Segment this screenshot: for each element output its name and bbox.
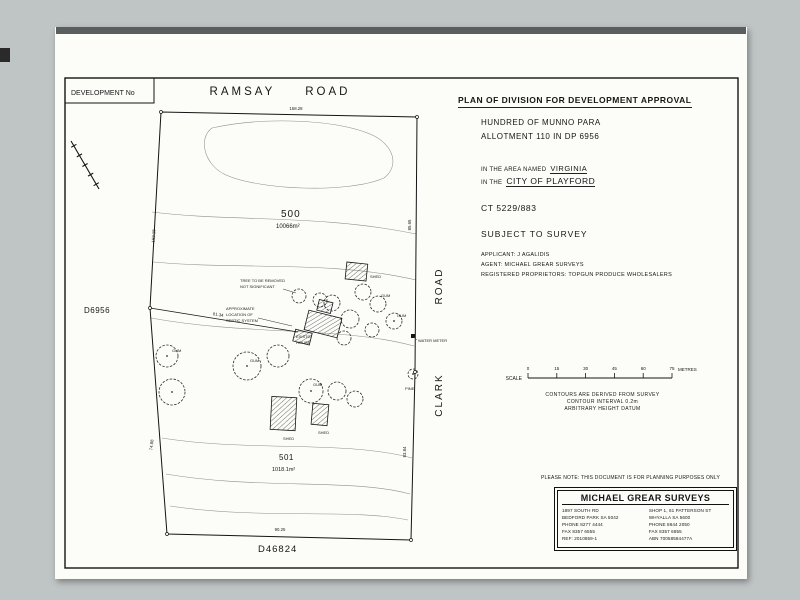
scale-tick-60: 60	[641, 366, 647, 371]
contour-notes: CONTOURS ARE DERIVED FROM SURVEY CONTOUR…	[505, 392, 700, 413]
scale-tick-75: 75	[669, 366, 675, 371]
septic-note-line2: LOCATION OF	[226, 312, 253, 317]
deposited-plan-left: D6956	[84, 306, 110, 315]
clark-road-word-road: ROAD	[434, 268, 445, 305]
plan-border-frame	[64, 77, 739, 569]
scale-tick-0: 0	[527, 366, 530, 371]
existing-label: EXISTG	[296, 334, 311, 339]
gum-label-2: GUM	[250, 358, 259, 363]
boundary-corner-marks	[148, 110, 419, 542]
scale-tick-45: 45	[612, 366, 618, 371]
gum-label-3: GUM	[313, 382, 322, 387]
contour-note-line3: ARBITRARY HEIGHT DATUM	[564, 406, 641, 412]
internal-boundary-line	[149, 307, 299, 333]
dimension-top: 168.28	[289, 106, 303, 111]
water-meter-symbol	[411, 334, 415, 338]
hundred-line: HUNDRED OF MUNNO PARA	[481, 118, 601, 127]
lot-501-number: 501	[279, 453, 294, 462]
ramsay-road-label: RAMSAY ROAD	[210, 86, 351, 98]
tree-center-dots	[166, 320, 414, 393]
surveyor-right-line2: WHYALLA SA 5600	[648, 515, 691, 520]
surveyor-right-line4: FAX 8357 6855	[648, 529, 682, 534]
surveyor-right-line1: SHOP 1, 61 PATTERSON ST	[648, 508, 712, 513]
gum-label-4: GUM	[381, 293, 390, 298]
agent-line: AGENT: MICHAEL GREAR SURVEYS	[481, 262, 584, 268]
surveyor-left-line1: 1897 SOUTH RD	[562, 508, 599, 513]
tree-note-line2: NOT SIGNIFICANT	[240, 284, 275, 289]
shed-top	[344, 261, 369, 282]
scale-bar: SCALE 0 15 30 45 60 75 METRES	[506, 366, 697, 382]
development-no-label: DEVELOPMENT No	[71, 90, 135, 97]
surveyor-left-line5: REF: 2010859-1	[562, 536, 598, 541]
surveyor-title-box-inner: MICHAEL GREAR SURVEYS 1897 SOUTH RD BEDF…	[557, 490, 734, 548]
scale-tick-30: 30	[583, 366, 589, 371]
dimension-right-lower: 83.84	[402, 446, 407, 457]
city-name: CITY OF PLAYFORD	[506, 176, 596, 187]
tree-note-line1: TREE TO BE REMOVED	[240, 278, 285, 283]
city-prefix: IN THE	[481, 180, 503, 186]
water-meter-label: WATER METER	[418, 338, 447, 343]
lot-501-area: 1018.1m²	[272, 467, 295, 473]
shed-bottom-mid-label: SHED	[318, 430, 329, 435]
buildings	[269, 261, 369, 432]
surveyor-name: MICHAEL GREAR SURVEYS	[562, 493, 729, 505]
dimension-left-upper: 162.18	[151, 229, 157, 243]
lot-500-number: 500	[281, 209, 301, 220]
house-building	[303, 309, 343, 339]
proprietors-line: REGISTERED PROPRIETORS: TOPGUN PRODUCE W…	[481, 272, 673, 278]
area-prefix: IN THE AREA NAMED	[481, 167, 547, 173]
subject-to-survey: SUBJECT TO SURVEY	[481, 229, 588, 239]
surveyor-address-right: SHOP 1, 61 PATTERSON ST WHYALLA SA 5600 …	[649, 507, 729, 542]
plan-title: PLAN OF DIVISION FOR DEVELOPMENT APPROVA…	[458, 95, 692, 108]
shed-bottom-left	[269, 395, 298, 432]
dimension-right-upper: 85.65	[407, 219, 412, 230]
surveyor-right-line3: PHONE 8644 2050	[648, 522, 690, 527]
development-no-box	[65, 78, 155, 104]
gum-label-5: GUM	[397, 313, 406, 318]
deposited-plan-bottom: D46824	[258, 544, 297, 555]
scale-unit-label: METRES	[678, 367, 697, 372]
parcel-boundary	[149, 111, 418, 541]
scan-mark-artifact	[0, 48, 10, 62]
annotation-leader-lines	[257, 288, 418, 341]
shed-bottom-mid	[310, 402, 330, 427]
lot-500-area: 10066m²	[276, 224, 300, 230]
scan-edge-artifact	[56, 27, 746, 34]
septic-note-line1: APPROXIMATE	[226, 306, 255, 311]
clark-road-word-clark: CLARK	[434, 373, 445, 416]
gum-label-1: GUM	[172, 348, 181, 353]
scale-label: SCALE	[506, 376, 523, 382]
surveyor-left-line4: FAX 8357 6555	[562, 529, 595, 534]
applicant-line: APPLICANT: J AGALIDIS	[481, 252, 550, 258]
pine-label: PINE	[405, 386, 415, 391]
dimension-bottom: 90.25	[275, 527, 286, 532]
dimension-diagonal: 61.34	[213, 311, 225, 318]
shed-top-label: SHED	[370, 274, 381, 279]
surveyor-left-line3: PHONE 8277 4444	[562, 522, 603, 527]
planning-purposes-note: PLEASE NOTE: THIS DOCUMENT IS FOR PLANNI…	[541, 475, 721, 481]
septic-note-line3: SEPTIC SYSTEM	[226, 318, 258, 323]
contour-note-line1: CONTOURS ARE DERIVED FROM SURVEY	[545, 392, 660, 398]
area-name: VIRGINIA	[550, 164, 588, 174]
allotment-line: ALLOTMENT 110 IN DP 6956	[481, 132, 600, 141]
shed-bottom-left-label: SHED	[283, 436, 294, 441]
surveyor-address-left: 1897 SOUTH RD BEDFORD PARK SA 5042 PHONE…	[562, 507, 649, 542]
railway-symbol	[70, 140, 100, 190]
surveyor-right-line5: ABN 70058584477A	[648, 536, 693, 541]
surveyor-title-box: MICHAEL GREAR SURVEYS 1897 SOUTH RD BEDF…	[554, 487, 737, 551]
surveyor-left-line2: BEDFORD PARK SA 5042	[562, 515, 619, 520]
contour-note-line2: CONTOUR INTERVAL 0.2m	[566, 399, 639, 405]
scale-tick-15: 15	[554, 366, 560, 371]
dimension-left-lower: 74.88	[148, 439, 154, 451]
certificate-of-title: CT 5229/883	[481, 203, 537, 213]
house-label: HOUSE	[296, 340, 311, 345]
house-annex	[292, 328, 313, 346]
tree-symbols	[155, 283, 419, 408]
